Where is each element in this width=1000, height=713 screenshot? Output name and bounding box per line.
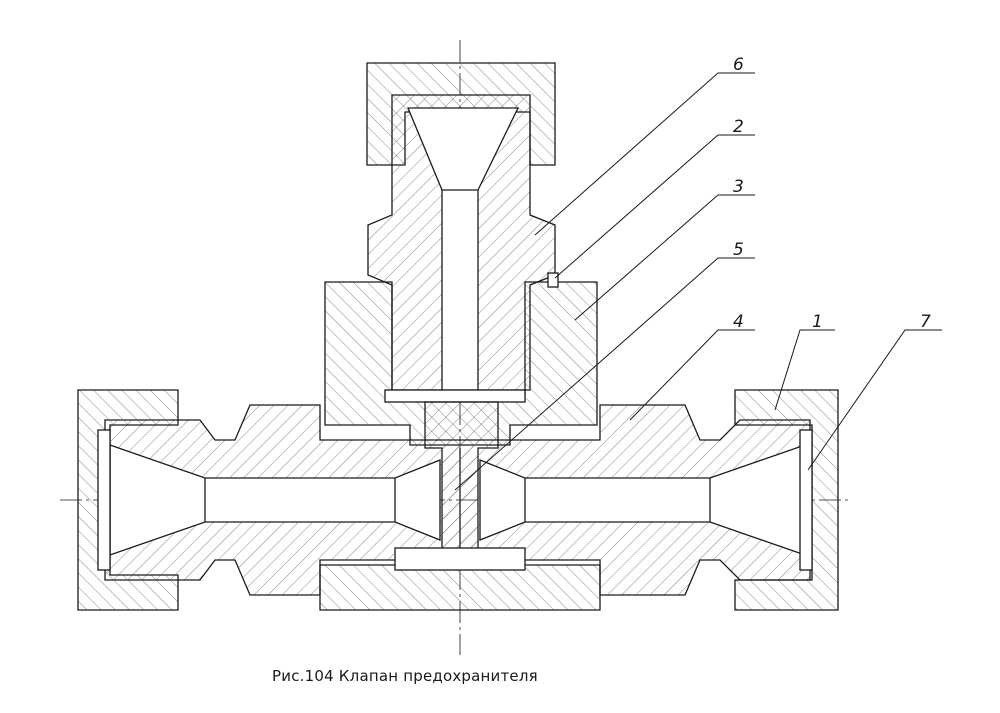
callout-6: 6	[733, 55, 744, 75]
gasket	[799, 429, 813, 571]
callout-7: 7	[920, 312, 931, 332]
callout-1: 1	[812, 312, 823, 332]
callout-2: 2	[733, 117, 744, 137]
seal-ring	[547, 272, 559, 288]
callout-5: 5	[733, 240, 744, 260]
figure-caption: Рис.104 Клапан предохранителя	[272, 667, 538, 685]
callout-4: 4	[733, 312, 744, 332]
bottom-block	[319, 564, 601, 611]
callout-3: 3	[733, 177, 744, 197]
left-gasket	[97, 429, 111, 571]
leader-lines	[454, 72, 942, 491]
